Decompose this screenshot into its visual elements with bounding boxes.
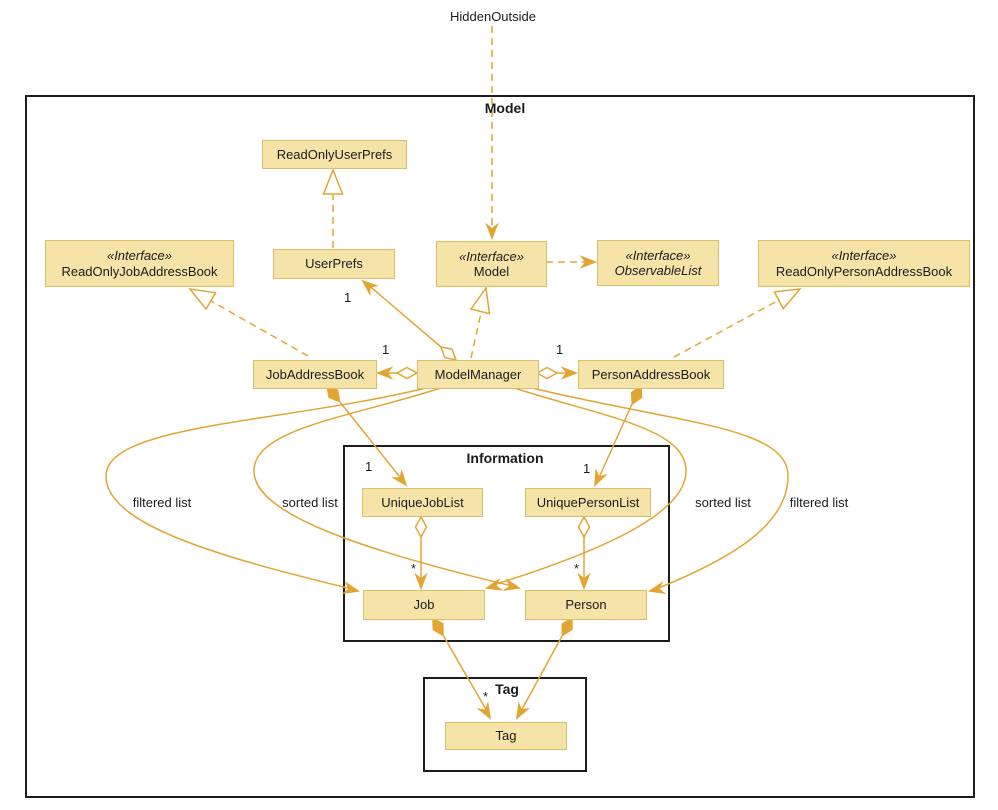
class-jobaddressbook-label: JobAddressBook	[265, 366, 365, 382]
class-tag-label: Tag	[495, 728, 517, 744]
class-userprefs: UserPrefs	[273, 249, 395, 279]
label-filtered-list-right: filtered list	[789, 495, 849, 510]
class-modelmanager: ModelManager	[417, 360, 539, 389]
model-package-title: Model	[484, 100, 526, 116]
edge-uniquejoblist-job	[414, 516, 428, 589]
class-uniquejoblist-label: UniqueJobList	[381, 494, 464, 510]
edge-hiddenoutside-model	[486, 26, 498, 239]
edge-personaddressbook-uniquepersonlist	[589, 382, 647, 488]
mult-userprefs: 1	[344, 290, 352, 305]
edge-sorted-list-right	[485, 386, 687, 594]
label-filtered-list-left: filtered list	[132, 495, 192, 510]
tag-package-title: Tag	[495, 681, 519, 697]
class-model-label: Model	[473, 264, 510, 279]
edge-modelmanager-jobaddressbook	[377, 366, 418, 380]
class-modelmanager-label: ModelManager	[434, 366, 522, 382]
information-package-frame	[343, 445, 670, 642]
class-readonlyjobaddressbook-label: ReadOnlyJobAddressBook	[61, 263, 218, 279]
class-job: Job	[363, 590, 485, 620]
class-observablelist-stereotype: «Interface»	[625, 247, 691, 263]
class-person-label: Person	[565, 597, 607, 613]
class-tag: Tag	[445, 722, 567, 750]
edge-uniquepersonlist-person	[577, 516, 591, 589]
class-model-interface: «Interface» Model	[436, 241, 547, 287]
edge-personaddressbook-realization	[673, 279, 806, 358]
class-readonlypersonaddressbook-stereotype: «Interface»	[831, 248, 897, 264]
edge-modelmanager-userprefs	[358, 276, 461, 365]
edge-person-tag	[511, 614, 578, 722]
information-package-title: Information	[466, 450, 544, 466]
label-sorted-list-right: sorted list	[695, 495, 751, 510]
class-userprefs-label: UserPrefs	[305, 256, 363, 272]
edge-userprefs-realization	[322, 169, 344, 248]
hidden-outside-label: HiddenOutside	[450, 9, 536, 24]
mult-personaddressbook: 1	[556, 342, 564, 357]
edge-jobaddressbook-realization	[184, 280, 309, 357]
class-jobaddressbook: JobAddressBook	[253, 360, 377, 389]
class-uniquejoblist: UniqueJobList	[362, 488, 483, 517]
mult-uniquejoblist: 1	[365, 459, 373, 474]
edge-jobaddressbook-uniquejoblist	[321, 381, 411, 489]
class-uniquepersonlist-label: UniquePersonList	[536, 494, 640, 510]
edge-filtered-list-person	[527, 386, 789, 597]
edge-sorted-list-left	[253, 386, 521, 594]
mult-jobaddressbook: 1	[382, 342, 390, 357]
edge-job-tag	[427, 614, 496, 722]
class-readonlypersonaddressbook-label: ReadOnlyPersonAddressBook	[775, 263, 953, 279]
edge-modelmanager-personaddressbook	[536, 366, 577, 380]
edge-model-observablelist-dependency	[546, 256, 596, 268]
model-package-frame	[25, 95, 975, 798]
class-personaddressbook-label: PersonAddressBook	[591, 366, 711, 382]
class-personaddressbook: PersonAddressBook	[578, 360, 724, 389]
class-observablelist-label: ObservableList	[614, 263, 702, 278]
label-sorted-list-left: sorted list	[282, 495, 338, 510]
mult-person-many: *	[574, 561, 580, 576]
tag-package-frame	[423, 677, 587, 772]
class-readonlypersonaddressbook: «Interface» ReadOnlyPersonAddressBook	[758, 240, 970, 287]
mult-uniquepersonlist: 1	[583, 461, 591, 476]
class-readonlyuserprefs-label: ReadOnlyUserPrefs	[276, 146, 393, 162]
class-person: Person	[525, 590, 647, 620]
class-readonlyuserprefs: ReadOnlyUserPrefs	[262, 140, 407, 169]
edge-modelmanager-model-realization	[470, 284, 496, 359]
class-readonlyjobaddressbook-stereotype: «Interface»	[106, 248, 173, 264]
class-observablelist: «Interface» ObservableList	[597, 240, 719, 286]
edge-filtered-list-job	[105, 386, 431, 597]
mult-job-many: *	[411, 561, 417, 576]
class-job-label: Job	[413, 597, 435, 613]
mult-tag-many: *	[483, 689, 489, 704]
class-model-stereotype: «Interface»	[458, 248, 525, 264]
class-readonlyjobaddressbook: «Interface» ReadOnlyJobAddressBook	[45, 240, 234, 287]
class-uniquepersonlist: UniquePersonList	[525, 488, 651, 517]
